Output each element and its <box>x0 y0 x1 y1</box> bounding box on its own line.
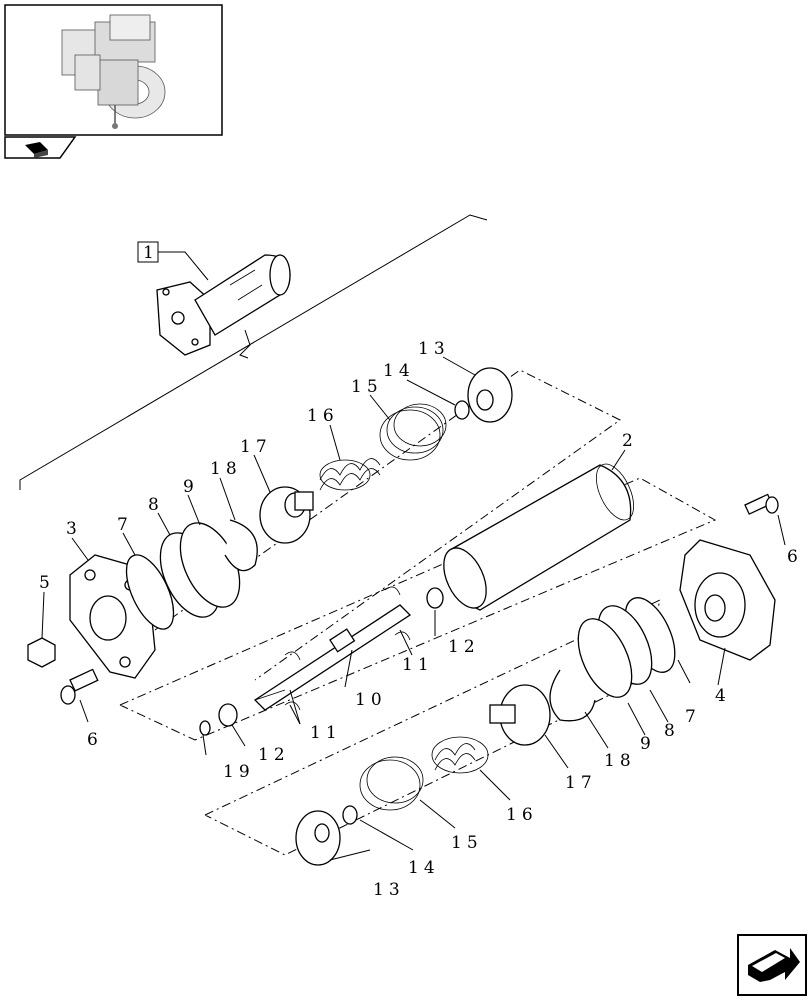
callout-6-right: 6 <box>787 547 803 567</box>
pump-thumbnail-image <box>61 14 166 129</box>
callout-11-lower: 11 <box>310 723 342 743</box>
callout-14-lower: 14 <box>408 858 440 878</box>
callout-6-left: 6 <box>87 730 103 750</box>
callout-2: 2 <box>622 431 638 451</box>
callout-3: 3 <box>66 519 82 539</box>
callout-17-upper: 17 <box>240 437 272 457</box>
reference-label: 1 <box>143 243 159 263</box>
spring-16b <box>431 736 489 774</box>
callout-19: 19 <box>223 762 255 782</box>
middle-assembly-outline <box>119 477 717 741</box>
parts-catalog-icon <box>25 142 48 158</box>
spring-16a <box>319 458 381 491</box>
callout-7-upper: 7 <box>117 515 133 535</box>
callout-18-lower: 18 <box>604 751 636 771</box>
callout-13-upper: 13 <box>418 339 450 359</box>
callout-16-upper: 16 <box>307 406 339 426</box>
cap-screw-6b <box>60 668 99 705</box>
callout-12-right: 12 <box>448 637 480 657</box>
callout-13-lower: 13 <box>373 880 405 900</box>
cap-screw-6a <box>744 493 779 515</box>
callout-10: 10 <box>355 690 387 710</box>
bushing-12a <box>426 587 444 609</box>
callout-11-upper: 11 <box>402 655 434 675</box>
spring-seat-17a <box>259 486 314 544</box>
callout-17-lower: 17 <box>565 773 597 793</box>
retaining-ring-18b <box>549 669 596 722</box>
reference-spool-assembly <box>156 254 291 356</box>
spring-cap-13b <box>295 810 341 866</box>
spring-15a <box>379 403 447 461</box>
callout-15-upper: 15 <box>351 377 383 397</box>
callout-5: 5 <box>39 573 55 593</box>
washer-14a <box>454 400 470 420</box>
end-plate-4 <box>679 539 776 661</box>
snap-ring-19 <box>199 720 211 736</box>
next-page-button[interactable] <box>737 934 807 996</box>
hex-nut-5 <box>27 637 56 668</box>
callout-4: 4 <box>715 686 731 706</box>
reference-bracket-line <box>19 214 488 490</box>
callout-12-left: 12 <box>258 745 290 765</box>
retaining-ring-18a <box>224 519 258 572</box>
callout-8-upper: 8 <box>148 495 164 515</box>
spool-10 <box>253 604 412 711</box>
leader-line <box>158 251 209 281</box>
sleeve-2 <box>443 463 634 611</box>
callout-9-lower: 9 <box>640 734 656 754</box>
callout-14-upper: 14 <box>383 361 415 381</box>
ring-9b <box>577 618 633 698</box>
break-mark <box>239 329 251 359</box>
callout-8-lower: 8 <box>664 721 680 741</box>
catalog-nav-tab[interactable] <box>4 136 77 159</box>
callout-15-lower: 15 <box>451 833 483 853</box>
spring-seat-17b <box>489 684 551 746</box>
leader-lines <box>41 356 786 861</box>
upper-assembly-outline <box>154 369 621 681</box>
lower-assembly-outline <box>204 599 661 856</box>
spring-cap-13a <box>467 367 513 423</box>
thumbnail-panel[interactable] <box>4 4 223 136</box>
bushing-12b <box>218 703 238 727</box>
washer-14b <box>342 805 358 825</box>
callout-16-lower: 16 <box>506 805 538 825</box>
next-page-arrow-icon <box>748 948 800 982</box>
callout-7-lower: 7 <box>685 707 701 727</box>
callout-18-upper: 18 <box>210 459 242 479</box>
spring-15b <box>359 756 424 811</box>
callout-9-upper: 9 <box>183 477 199 497</box>
